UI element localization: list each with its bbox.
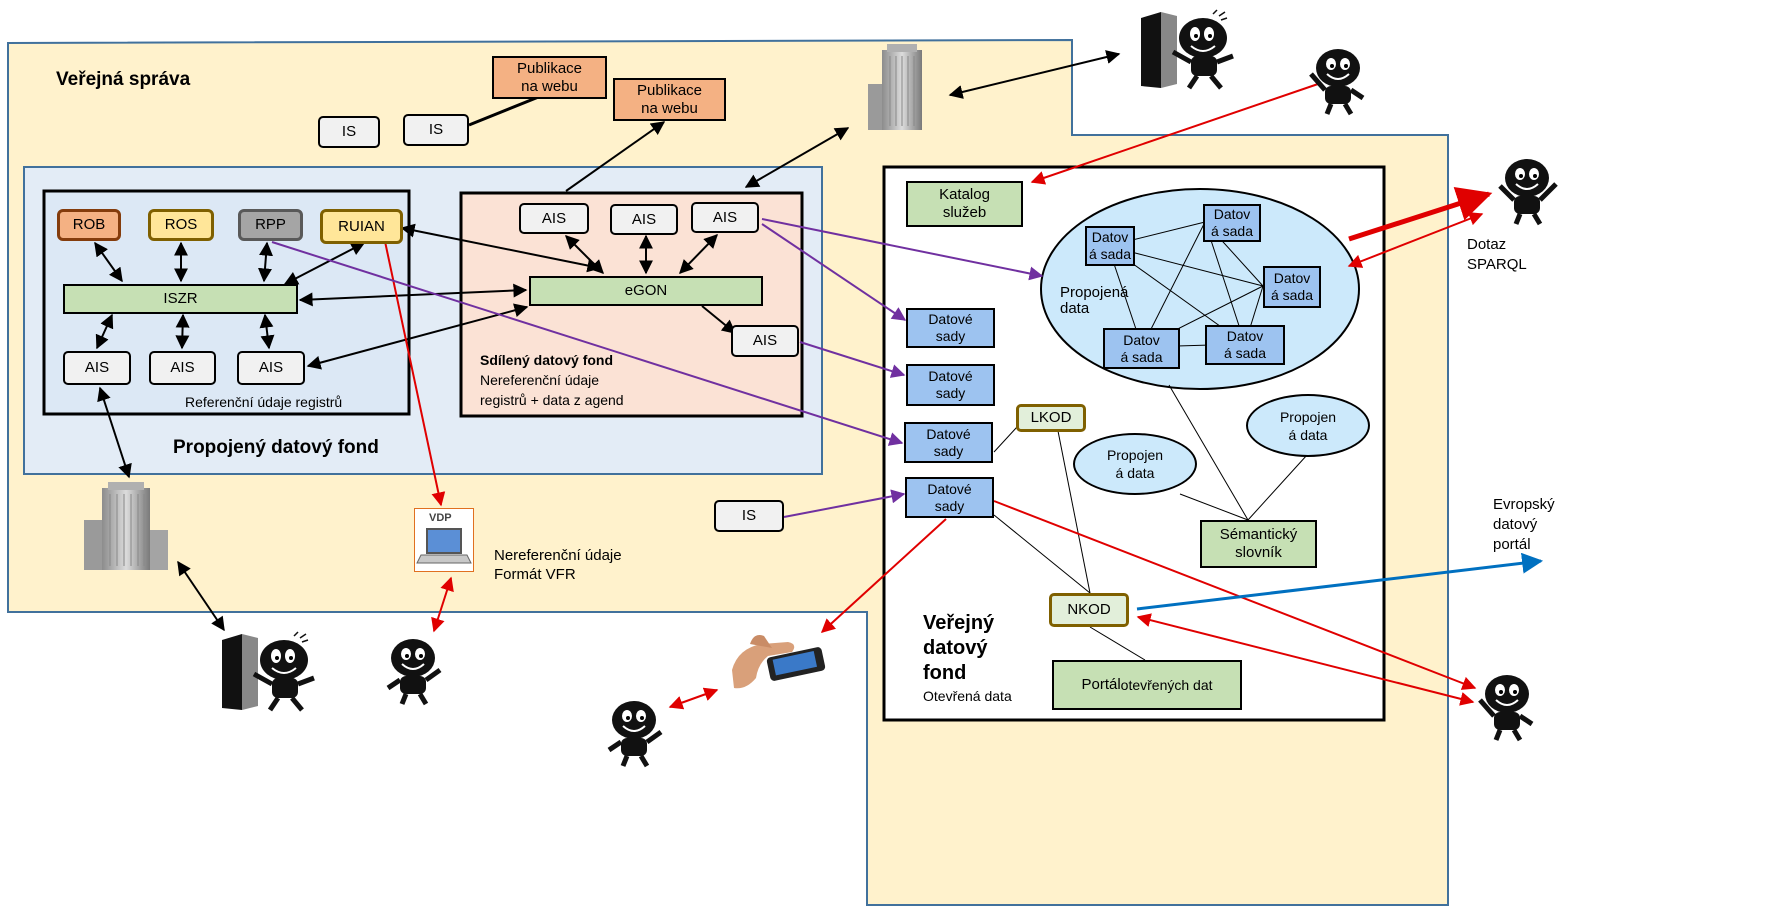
rob-box: ROB [57,209,121,241]
ais-ref-box-1: AIS [63,351,131,385]
is-box-3: IS [714,500,784,532]
ais-ref-box-3: AIS [237,351,305,385]
sdileny-fond-line1: Nereferenční údaje [480,372,600,388]
verejny-fond-title-2: datový [923,637,988,659]
datove-sady-box-2: Datové sady [906,364,995,406]
propojena-data-label-1: Propojená [1060,284,1129,301]
ros-box: ROS [148,209,214,241]
ais-sdileny-box-4: AIS [731,325,799,357]
rpp-box: RPP [238,209,303,241]
propojena-data-label-2: data [1060,300,1090,317]
dotaz-label: Dotaz [1467,236,1507,253]
nereferencni-vfr-line2: Formát VFR [494,566,576,583]
person-icon [607,701,663,768]
evropsky-label-2: datový [1493,516,1538,533]
portal-otevrenych-dat-box: Portál otevřených dat [1052,660,1242,710]
vdp-label: VDP [429,512,452,524]
nkod-box: NKOD [1049,593,1129,627]
is-box-1: IS [318,116,380,148]
lkod-box: LKOD [1016,404,1086,432]
ais-sdileny-box-2: AIS [610,204,678,235]
building-icon [84,482,168,570]
ais-sdileny-box-3: AIS [691,202,759,233]
sdileny-fond-line2: registrů + data z agend [480,392,624,408]
person-icon [386,639,442,706]
verejny-fond-title-1: Veřejný [923,612,995,634]
person-icon [1498,159,1558,226]
verejna-sprava-title: Veřejná správa [56,69,191,90]
sparql-label: SPARQL [1467,256,1527,273]
ruian-box: RUIAN [320,209,403,244]
is-box-2: IS [403,114,469,146]
evropsky-label-3: portál [1493,536,1531,553]
phone-hand-icon [732,635,826,689]
person-icon [1309,49,1365,116]
datove-sady-box-4: Datové sady [905,477,994,518]
door-person-icon [222,631,315,712]
verejny-fond-subtitle: Otevřená data [923,688,1012,704]
ais-ref-box-2: AIS [149,351,216,385]
datove-sady-box-1: Datové sady [906,308,995,348]
propojeny-fond-title: Propojený datový fond [173,437,379,458]
evropsky-label-1: Evropský [1493,496,1555,513]
egon-box: eGON [529,276,763,306]
door-person-icon [1141,9,1234,90]
ais-sdileny-box-1: AIS [519,203,589,234]
referencni-udaje-label: Referenční údaje registrů [185,394,343,410]
verejny-fond-title-3: fond [923,662,967,684]
person-icon [1478,675,1534,742]
nereferencni-vfr-line1: Nereferenční údaje [494,547,622,564]
datove-sady-box-3: Datové sady [904,422,993,463]
laptop-vdp-icon: VDP [414,508,474,572]
building-icon [868,44,922,130]
iszr-box: ISZR [63,284,298,314]
